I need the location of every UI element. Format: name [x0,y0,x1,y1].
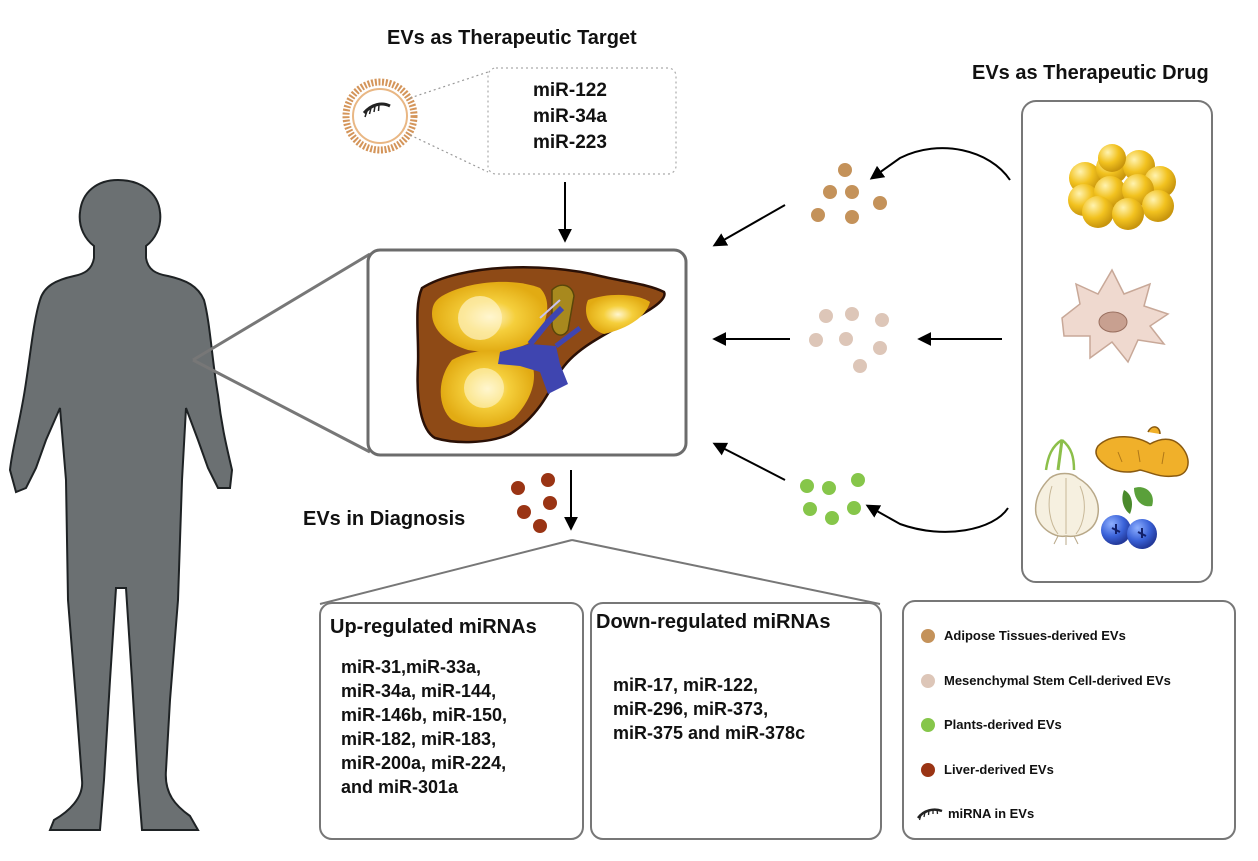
arrow-adipose-to-evs [869,147,1011,181]
up-regulated-line: miR-146b, miR-150, [341,705,508,725]
msc-ev-cluster [809,307,889,373]
legend-label-plants: Plants-derived EVs [944,717,1062,732]
down-regulated-line: miR-375 and miR-378c [613,723,806,743]
ev-vesicle-icon [342,78,418,154]
adipose-tissue-icon [1068,144,1176,230]
down-regulated-box [590,602,882,840]
legend-label-mirna: miRNA in EVs [948,806,1035,821]
down-regulated-list: miR-17, miR-122, miR-296, miR-373, miR-3… [613,673,805,745]
target-mirna: miR-122 [533,80,607,101]
mesenchymal-stem-cell-icon [1061,268,1170,364]
fatty-liver-illustration [416,266,666,444]
target-mirna: miR-34a [533,106,607,127]
legend-label-adipose: Adipose Tissues-derived EVs [944,628,1126,643]
arrow-plant-to-evs [865,504,1009,533]
legend-label-liver: Liver-derived EVs [944,762,1054,777]
up-regulated-line: miR-34a, miR-144, [341,681,497,701]
human-silhouette [8,178,234,831]
down-regulated-line: miR-296, miR-373, [613,699,769,719]
target-mirna-box [487,67,677,175]
up-regulated-heading: Up-regulated miRNAs [330,616,537,638]
title-therapeutic-target: EVs as Therapeutic Target [387,27,637,49]
up-regulated-list: miR-31,miR-33a, miR-34a, miR-144, miR-14… [341,655,507,799]
down-regulated-line: miR-17, miR-122, [613,675,759,695]
arrow-adipose-evs-to-liver [712,204,786,247]
target-mirna: miR-223 [533,132,607,153]
callout-line-top [409,71,489,99]
arrow-plant-evs-to-liver [712,442,786,481]
mirna-icon [917,808,943,821]
adipose-ev-cluster [811,163,887,224]
up-regulated-line: miR-200a, miR-224, [341,753,507,773]
liver-ev-cluster [511,473,557,533]
title-diagnosis: EVs in Diagnosis [303,508,466,530]
adipose-ev-dot [921,629,935,643]
down-regulated-heading: Down-regulated miRNAs [596,611,831,633]
up-regulated-line: miR-182, miR-183, [341,729,497,749]
msc-ev-dot [921,674,935,688]
up-regulated-box [319,602,584,840]
plant-ev-dot [921,718,935,732]
liver-ev-dot [921,763,935,777]
funnel-line-left [319,539,573,605]
zoom-line-bottom [192,358,371,454]
zoom-line-top [192,252,371,362]
legend-box [902,600,1236,840]
funnel-line-right [571,539,881,605]
legend-label-msc: Mesenchymal Stem Cell-derived EVs [944,673,1171,688]
callout-line-bottom [409,134,489,173]
up-regulated-line: miR-31,miR-33a, [341,657,482,677]
plant-sources-icon [1034,426,1189,549]
title-therapeutic-drug: EVs as Therapeutic Drug [972,62,1209,84]
target-mirna-list: miR-122 miR-34a miR-223 [533,78,607,156]
up-regulated-line: and miR-301a [341,777,459,797]
legend-icons [917,629,943,821]
plant-ev-cluster [800,473,865,525]
